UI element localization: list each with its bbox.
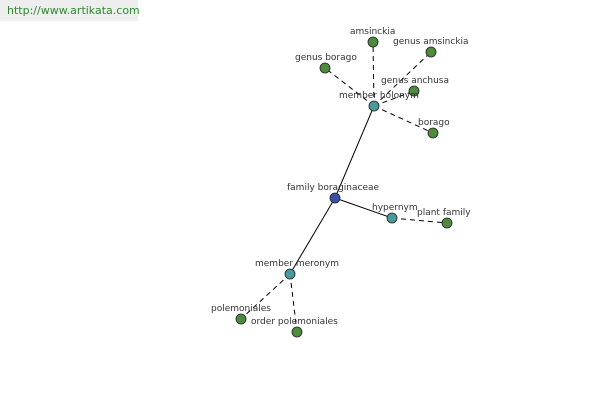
nodes-layer xyxy=(235,36,453,338)
node-label-hypernym[interactable]: hypernym xyxy=(372,203,418,213)
node-label-genus-anchusa[interactable]: genus anchusa xyxy=(381,76,449,86)
site-url-link[interactable]: http://www.artikata.com xyxy=(7,4,140,17)
node-amsinckia[interactable] xyxy=(367,36,379,48)
node-label-order-polemoniales[interactable]: order polemoniales xyxy=(251,317,338,327)
node-genus-anchusa[interactable] xyxy=(408,85,420,97)
node-holonym[interactable] xyxy=(368,100,380,112)
node-root[interactable] xyxy=(329,192,341,204)
edge-meronym-to-order-polemoniales xyxy=(289,273,298,333)
node-label-borago[interactable]: borago xyxy=(418,118,450,128)
edge-holonym-to-borago xyxy=(373,105,434,134)
node-label-genus-borago[interactable]: genus borago xyxy=(295,53,357,63)
node-label-holonym[interactable]: member holonym xyxy=(339,91,419,101)
edge-root-to-meronym xyxy=(289,197,336,275)
edge-root-to-holonym xyxy=(334,105,375,199)
node-label-root[interactable]: family boraginaceae xyxy=(287,183,380,193)
edges-layer xyxy=(240,41,448,333)
node-hypernym[interactable] xyxy=(386,212,398,224)
node-label-amsinckia[interactable]: amsinckia xyxy=(350,27,395,37)
node-label-meronym[interactable]: member meronym xyxy=(255,259,339,269)
edge-holonym-to-amsinckia xyxy=(372,41,375,107)
node-borago[interactable] xyxy=(427,127,439,139)
edge-hypernym-to-plant-family xyxy=(391,217,448,224)
node-label-genus-amsinckia[interactable]: genus amsinckia xyxy=(393,37,469,47)
node-order-polemoniales[interactable] xyxy=(291,326,303,338)
node-meronym[interactable] xyxy=(284,268,296,280)
edge-holonym-to-genus-anchusa xyxy=(373,90,415,107)
edge-root-to-hypernym xyxy=(334,197,393,219)
url-banner: http://www.artikata.com xyxy=(0,0,140,21)
node-polemoniales[interactable] xyxy=(235,313,247,325)
node-genus-borago[interactable] xyxy=(319,62,331,74)
edge-holonym-to-genus-borago xyxy=(324,67,375,107)
edge-holonym-to-genus-amsinckia xyxy=(373,51,432,107)
labels-layer: family boraginaceae member holonym hyperny… xyxy=(211,27,471,327)
node-plant-family[interactable] xyxy=(441,217,453,229)
node-label-plant-family[interactable]: plant family xyxy=(417,208,471,218)
edge-meronym-to-polemoniales xyxy=(240,273,291,320)
node-label-polemoniales[interactable]: polemoniales xyxy=(211,304,271,314)
node-genus-amsinckia[interactable] xyxy=(425,46,437,58)
